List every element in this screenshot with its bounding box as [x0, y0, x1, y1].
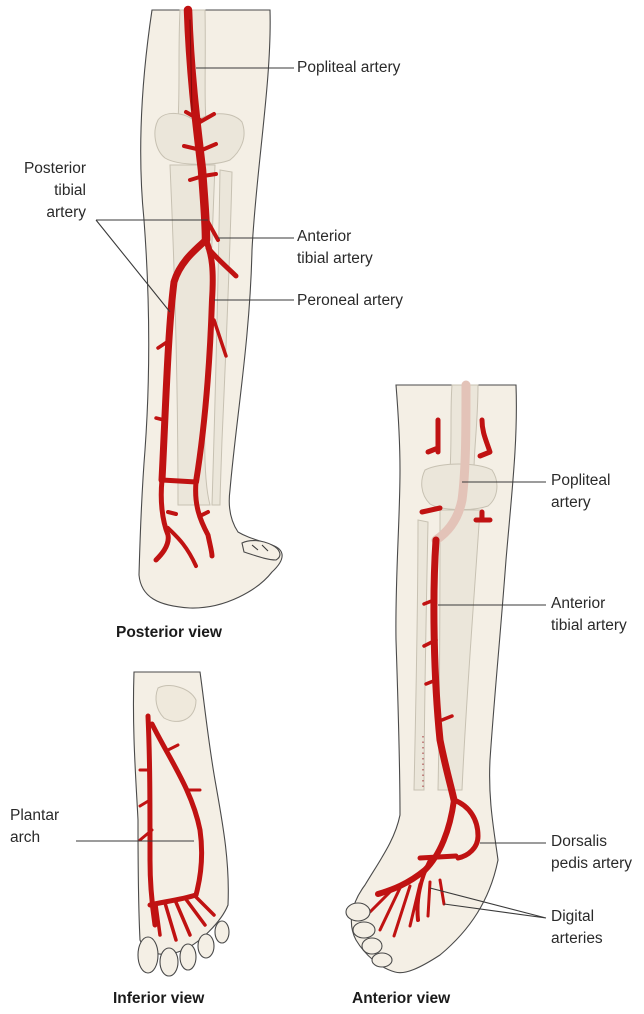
label-posterior-tibial-artery: Posterior tibial artery [10, 158, 86, 224]
inferior-toe-4 [198, 934, 214, 958]
inferior-toe-5 [215, 921, 229, 943]
label-popliteal-artery-anterior: Popliteal artery [551, 470, 610, 514]
label-digital-arteries: Digital arteries [551, 906, 603, 950]
label-plantar-arch: Plantar arch [10, 805, 59, 849]
label-anterior-tibial-artery-posterior: Anterior tibial artery [297, 226, 373, 270]
caption-anterior-view: Anterior view [352, 990, 450, 1008]
caption-inferior-view: Inferior view [113, 990, 204, 1008]
inferior-toe-2 [160, 948, 178, 976]
inferior-foot [133, 672, 229, 976]
label-popliteal-artery-posterior: Popliteal artery [297, 57, 400, 79]
inferior-toe-1 [138, 937, 158, 973]
anterior-leg [346, 385, 516, 973]
inferior-toe-3 [180, 944, 196, 970]
posterior-leg [139, 10, 282, 608]
label-peroneal-artery: Peroneal artery [297, 290, 403, 312]
label-dorsalis-pedis-artery: Dorsalis pedis artery [551, 831, 632, 875]
label-anterior-tibial-artery-anterior: Anterior tibial artery [551, 593, 627, 637]
caption-posterior-view: Posterior view [116, 624, 222, 642]
